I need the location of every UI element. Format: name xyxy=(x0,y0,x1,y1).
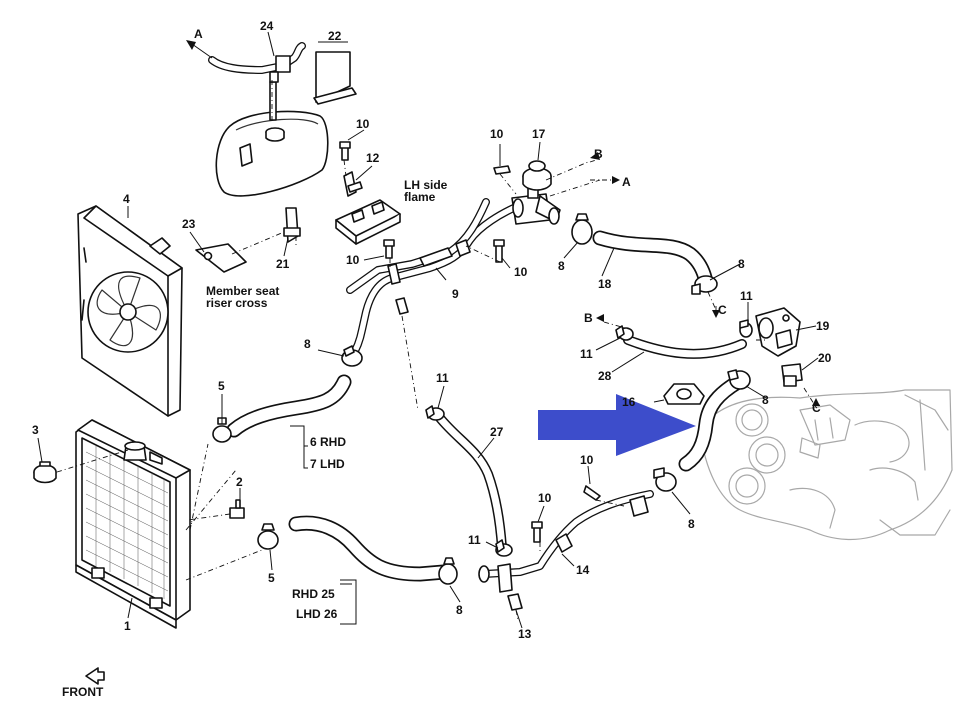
highlight-arrow-icon xyxy=(538,394,696,456)
label-part-10-f: 10 xyxy=(538,491,552,505)
member-seat-bracket xyxy=(195,207,301,273)
radiator-core-grid xyxy=(85,446,169,599)
bolts xyxy=(339,141,601,543)
callout-lh-side-1: LH side xyxy=(404,178,448,192)
part-labels: 4 3 2 5 5 1 23 21 24 22 10 12 10 8 9 10 … xyxy=(32,19,832,641)
label-part-3: 3 xyxy=(32,423,39,437)
ref-b-top: B xyxy=(594,147,603,161)
callouts: 6 RHD 7 LHD RHD 25 LHD 26 LH side flame … xyxy=(62,178,448,699)
ref-c-hose: C xyxy=(718,303,727,317)
hose-clamps xyxy=(212,213,753,585)
thermostat-cover xyxy=(755,307,801,357)
label-part-14: 14 xyxy=(576,563,590,577)
label-part-1: 1 xyxy=(124,619,131,633)
label-part-21: 21 xyxy=(276,257,290,271)
lh-side-bracket xyxy=(335,171,401,245)
reservoir-tank xyxy=(215,81,329,197)
overflow-hose xyxy=(208,42,306,83)
label-part-8-e: 8 xyxy=(688,517,695,531)
label-part-9: 9 xyxy=(452,287,459,301)
label-part-13: 13 xyxy=(518,627,532,641)
callout-lh-side-2: flame xyxy=(404,190,436,204)
engine-block xyxy=(699,389,953,540)
label-part-22: 22 xyxy=(328,29,342,43)
label-part-10-b: 10 xyxy=(346,253,360,267)
label-part-8-f: 8 xyxy=(456,603,463,617)
label-part-11-a: 11 xyxy=(740,289,753,303)
radiator xyxy=(75,419,191,629)
label-part-8-c: 8 xyxy=(738,257,745,271)
direction-arrows xyxy=(186,40,820,411)
ref-a-top-left: A xyxy=(194,27,203,41)
radiator-lower-hose xyxy=(288,515,452,582)
callout-rhd-25: RHD 25 xyxy=(292,587,335,601)
leader-lines xyxy=(37,31,819,629)
label-part-28: 28 xyxy=(598,369,612,383)
ref-b-heater: B xyxy=(584,311,593,325)
label-part-16: 16 xyxy=(622,395,636,409)
radiator-upper-hose xyxy=(226,374,352,438)
label-part-10-c: 10 xyxy=(490,127,504,141)
label-part-4: 4 xyxy=(123,192,130,206)
callout-front: FRONT xyxy=(62,685,104,699)
cooling-fan xyxy=(77,205,183,417)
label-part-8-a: 8 xyxy=(304,337,311,351)
label-part-10-a: 10 xyxy=(356,117,370,131)
label-part-18: 18 xyxy=(598,277,612,291)
front-arrow-icon xyxy=(85,667,105,685)
callout-6-rhd: 6 RHD xyxy=(310,435,346,449)
reference-letters: A A B B C C xyxy=(194,27,821,415)
label-part-20: 20 xyxy=(818,351,832,365)
label-part-10-e: 10 xyxy=(580,453,594,467)
label-part-5-lower: 5 xyxy=(268,571,275,585)
radiator-cap xyxy=(33,449,129,484)
pressure-cap xyxy=(522,160,552,191)
callout-member-2: riser cross xyxy=(206,296,268,310)
bypass-hose xyxy=(435,413,507,553)
ref-a-right: A xyxy=(622,175,631,189)
heater-hose xyxy=(623,335,747,359)
label-part-12: 12 xyxy=(366,151,380,165)
callout-lhd-26: LHD 26 xyxy=(296,607,338,621)
water-inlet-pipe xyxy=(478,490,654,611)
label-part-24: 24 xyxy=(260,19,274,33)
label-part-11-d: 11 xyxy=(468,533,481,547)
label-part-11-c: 11 xyxy=(436,371,449,385)
temperature-sensor xyxy=(781,363,803,387)
label-part-17: 17 xyxy=(532,127,546,141)
label-part-19: 19 xyxy=(816,319,830,333)
label-part-11-b: 11 xyxy=(580,347,593,361)
label-part-8-d: 8 xyxy=(762,393,769,407)
drain-plug xyxy=(187,499,245,521)
hose-bracket xyxy=(663,383,705,405)
label-part-5-upper: 5 xyxy=(218,379,225,393)
label-part-2: 2 xyxy=(236,475,243,489)
upper-hose xyxy=(592,230,714,290)
callout-7-lhd: 7 LHD xyxy=(310,457,345,471)
engine-inlet-hose xyxy=(678,374,746,472)
bypass-pipe xyxy=(346,198,522,411)
water-outlet-fitting xyxy=(511,187,561,225)
callout-member-1: Member seat xyxy=(206,284,279,298)
label-part-10-d: 10 xyxy=(514,265,528,279)
label-part-27: 27 xyxy=(490,425,504,439)
reference-lines xyxy=(185,80,815,621)
ref-c-engine: C xyxy=(812,401,821,415)
reservoir-bracket xyxy=(313,51,357,105)
label-part-23: 23 xyxy=(182,217,196,231)
label-part-8-b: 8 xyxy=(558,259,565,273)
